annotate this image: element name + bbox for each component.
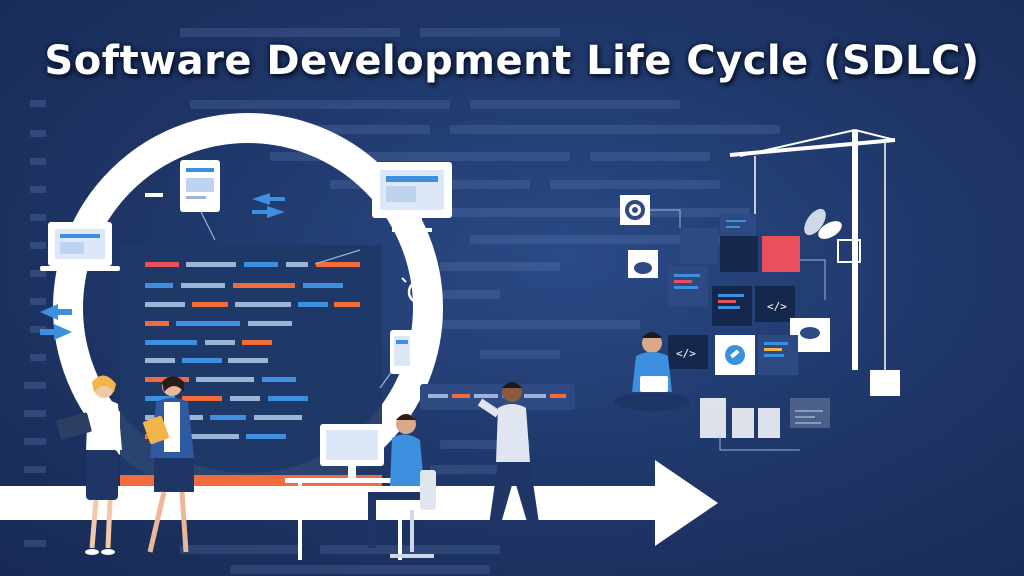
crane-icon: [729, 129, 900, 396]
laptop-icon: [40, 222, 120, 271]
person-woman-notebook: [143, 376, 194, 553]
document-icon: [180, 160, 220, 212]
person-man-standing: [477, 382, 540, 534]
left-arrows-icon: [40, 304, 72, 340]
dash-mark: [145, 193, 163, 197]
person-developer-seated: [614, 332, 690, 411]
code-bar: [420, 384, 575, 410]
person-developer-desk: [285, 414, 436, 560]
monitor-icon: [372, 162, 452, 232]
page-title: Software Development Life Cycle (SDLC): [44, 38, 980, 84]
gear-icon: [625, 200, 645, 220]
leaf-icon: [804, 208, 842, 239]
lightbulb-icon: [401, 270, 439, 311]
swap-arrows-icon: [252, 193, 285, 218]
svg-text:</>: </>: [767, 300, 787, 313]
person-woman-laptop: [56, 375, 122, 555]
wrench-icon: [725, 345, 745, 365]
phone-icon: [390, 330, 414, 374]
cloud-icon: [634, 262, 820, 339]
module-cluster: </> </>: [614, 129, 900, 451]
code-icon: </> </>: [676, 300, 787, 360]
svg-text:</>: </>: [676, 347, 696, 360]
